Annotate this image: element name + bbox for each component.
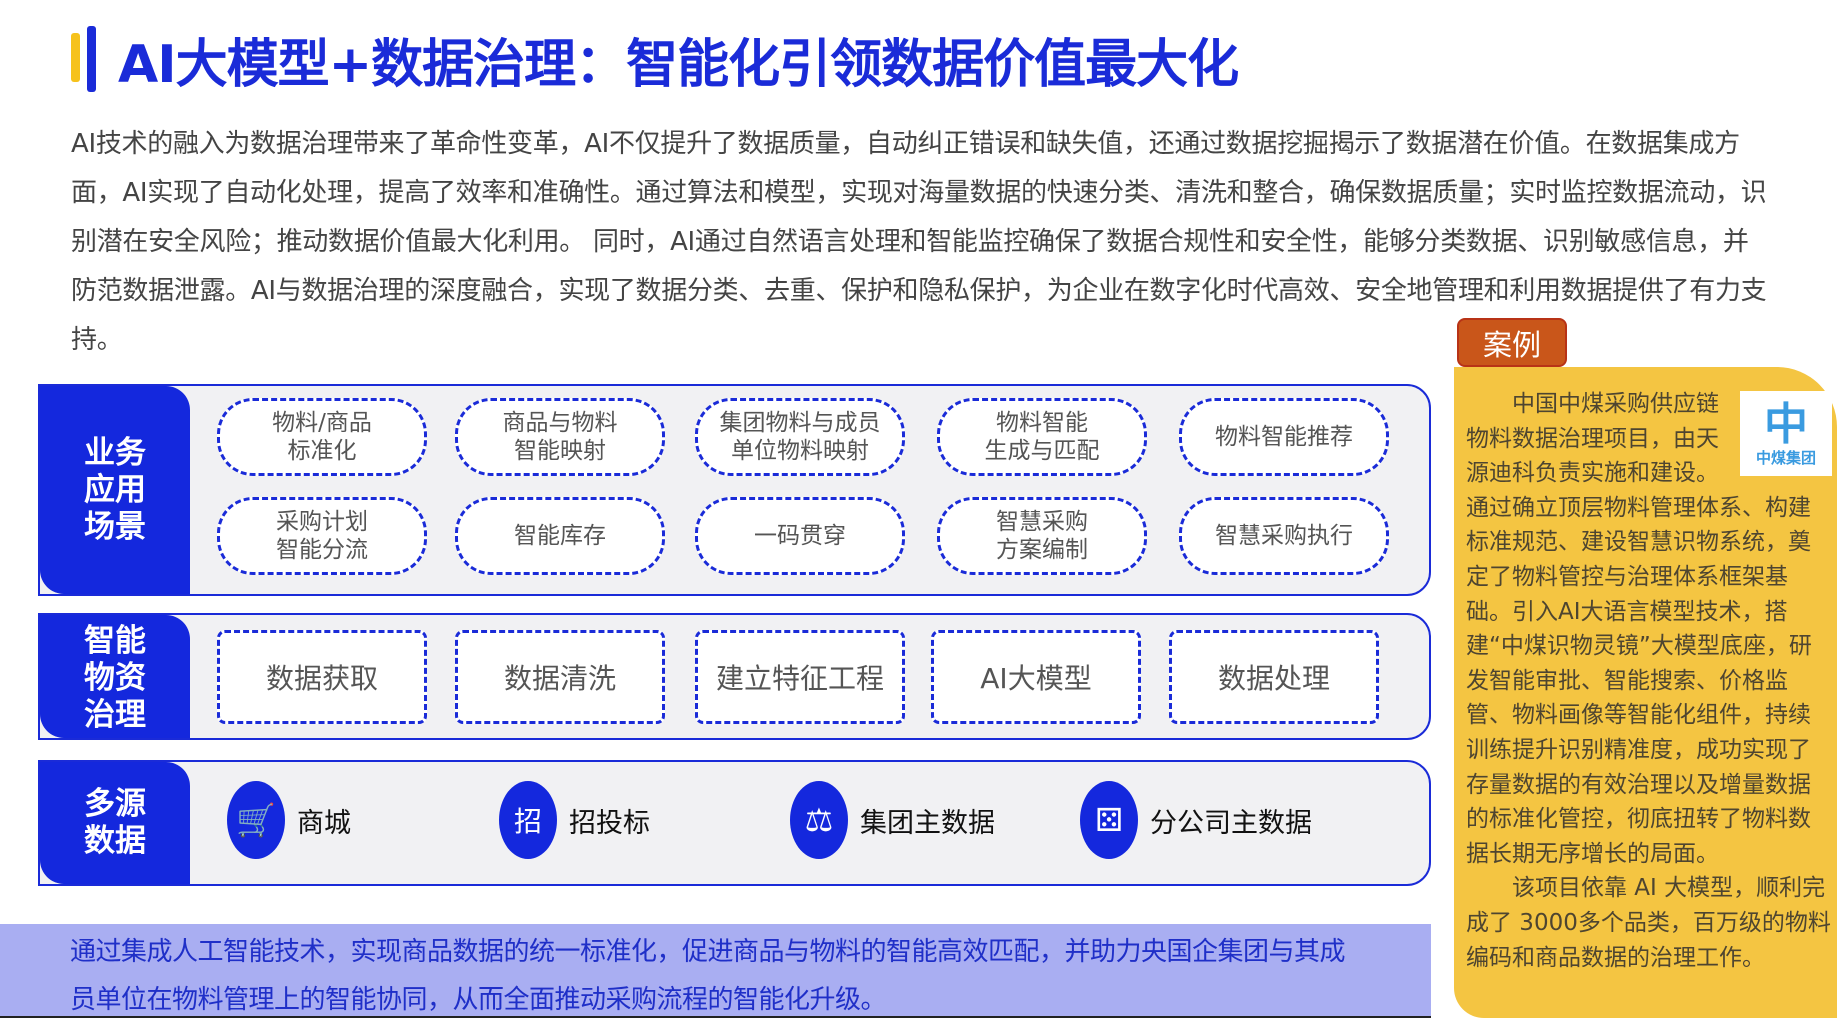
business-scenario-pill: 智慧采购 方案编制 (937, 497, 1147, 575)
business-scenario-pill: 集团物料与成员 单位物料映射 (695, 398, 905, 476)
governance-step: 数据清洗 (455, 630, 665, 724)
business-scenario-pill: 智慧采购执行 (1179, 497, 1389, 575)
business-scenario-pill: 采购计划 智能分流 (217, 497, 427, 575)
bidding-icon: 招 (499, 781, 557, 859)
sources-layer-label-text: 多源数据 (84, 786, 146, 859)
page-title: AI大模型+数据治理：智能化引领数据价值最大化 (118, 35, 1239, 95)
business-layer-label-text: 业务应用场景 (84, 434, 146, 545)
business-scenario-pill: 一码贯穿 (695, 497, 905, 575)
scales-icon: ⚖ (790, 781, 848, 859)
governance-layer-label-text: 智能物资治理 (84, 623, 146, 733)
china-coal-logo-mark: 中 (1764, 398, 1808, 450)
governance-step: 数据获取 (217, 630, 427, 724)
data-source-item: 🛒 商城 (227, 781, 351, 859)
governance-step: AI大模型 (931, 630, 1141, 724)
data-source-item: ⚖ 集团主数据 (790, 781, 995, 859)
governance-layer-label: 智能物资治理 (40, 615, 190, 738)
governance-step: 数据处理 (1169, 630, 1379, 724)
business-scenario-pill: 商品与物料 智能映射 (455, 398, 665, 476)
title-accent-blue (87, 26, 96, 92)
business-scenario-pill: 物料智能 生成与匹配 (937, 398, 1147, 476)
case-label: 案例 (1457, 318, 1567, 367)
business-scenario-pill: 物料智能推荐 (1179, 398, 1389, 476)
data-source-item: 招招投标 (499, 781, 650, 859)
business-scenario-pill: 智能库存 (455, 497, 665, 575)
dice-icon: ⚄ (1080, 781, 1138, 859)
data-source-label: 招投标 (569, 807, 650, 839)
case-text-container: 中 中煤集团 中国中煤采购供应链物料数据治理项目，由天源迪科负责实施和建设。通过… (1466, 387, 1832, 975)
title-accent-yellow (71, 33, 80, 82)
data-source-label: 商城 (297, 807, 351, 839)
summary-band: 通过集成人工智能技术，实现商品数据的统一标准化，促进商品与物料的智能高效匹配，并… (0, 924, 1431, 1018)
case-panel: 中 中煤集团 中国中煤采购供应链物料数据治理项目，由天源迪科负责实施和建设。通过… (1454, 367, 1837, 1018)
business-layer-label: 业务应用场景 (40, 386, 190, 594)
data-source-label: 分公司主数据 (1150, 807, 1312, 839)
summary-text: 通过集成人工智能技术，实现商品数据的统一标准化，促进商品与物料的智能高效匹配，并… (70, 937, 1346, 1015)
data-source-item: ⚄ 分公司主数据 (1080, 781, 1312, 859)
governance-step: 建立特征工程 (695, 630, 905, 724)
shopping-cart-icon: 🛒 (227, 781, 285, 859)
case-text: 中国中煤采购供应链物料数据治理项目，由天源迪科负责实施和建设。通过确立顶层物料管… (1466, 391, 1831, 971)
data-source-label: 集团主数据 (860, 807, 995, 839)
sources-layer-label: 多源数据 (40, 762, 190, 884)
china-coal-logo: 中 中煤集团 (1740, 391, 1832, 476)
intro-paragraph: AI技术的融入为数据治理带来了革命性变革，AI不仅提升了数据质量，自动纠正错误和… (71, 129, 1767, 355)
china-coal-logo-text: 中煤集团 (1755, 448, 1816, 467)
business-scenario-pill: 物料/商品 标准化 (217, 398, 427, 476)
